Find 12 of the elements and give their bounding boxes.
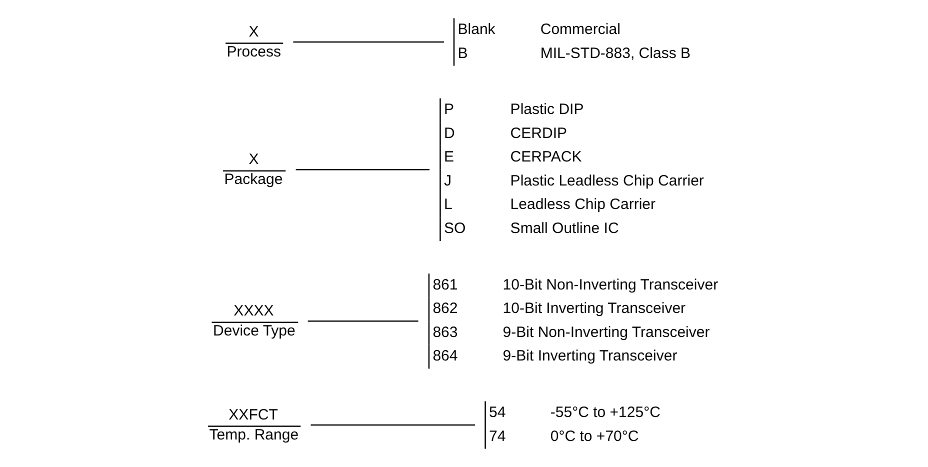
node-text: Blank Commercial B MIL-STD-883, Class B (458, 20, 691, 62)
connector (310, 424, 475, 426)
node-text: P Plastic DIP D CERDIP E CERPACK J Plastic Leadless Chip Carrier L Leadless Chip Carrier SO Small Outline IC (444, 101, 704, 237)
connector (308, 320, 418, 322)
node-text: 54 -55°C to +125°C 74 0°C to +70°C (489, 404, 660, 445)
node-text: XXFCT Temp. Range (209, 406, 299, 444)
node-text: 861 10-Bit Non-Inverting Transceiver 862 10-Bit Inverting Transceiver 863 9-Bit Non-Inverting Transceiver 864 9-Bit Inverting Transceiver (432, 276, 718, 365)
node-text: X Package (224, 151, 283, 188)
connector (296, 169, 430, 170)
node-text: X Process (226, 23, 282, 61)
connector (293, 41, 444, 43)
node-text: XXXX Device Type (213, 302, 296, 340)
